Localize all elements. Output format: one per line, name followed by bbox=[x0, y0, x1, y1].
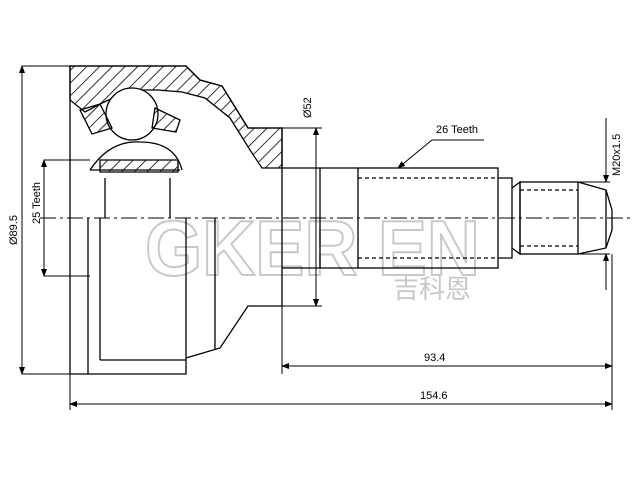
label-thread: M20x1.5 bbox=[611, 134, 623, 176]
label-neck-diameter: Ø52 bbox=[302, 97, 314, 118]
ball-and-cage bbox=[79, 87, 181, 173]
dimension-labels: Ø89.5 25 Teeth Ø52 26 Teeth M20x1.5 93.4… bbox=[8, 97, 623, 402]
watermark: GKER EN 吉科恩 bbox=[144, 203, 481, 305]
label-spline-teeth: 26 Teeth bbox=[436, 124, 478, 136]
label-total-length: 154.6 bbox=[420, 390, 448, 402]
label-inner-teeth: 25 Teeth bbox=[31, 182, 43, 224]
label-shaft-length: 93.4 bbox=[424, 352, 445, 364]
label-outer-diameter: Ø89.5 bbox=[8, 215, 20, 245]
watermark-brand-cn: 吉科恩 bbox=[393, 275, 471, 305]
dimension-lines bbox=[19, 65, 613, 410]
